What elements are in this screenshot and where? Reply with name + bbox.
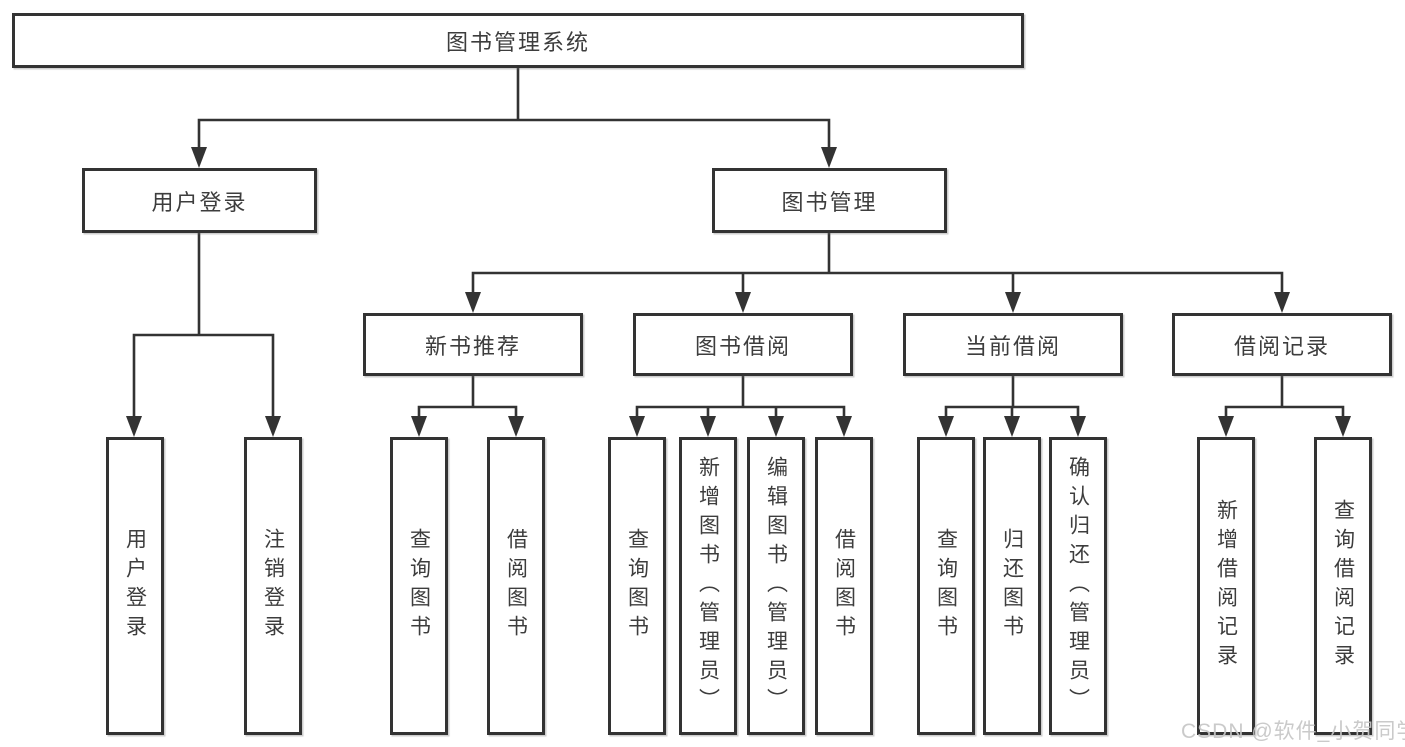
arrowhead xyxy=(768,416,784,437)
leaf-add-books-admin: 新增图书（管理员） xyxy=(679,437,737,735)
leaf-edit-books-admin: 编辑图书（管理员） xyxy=(747,437,805,735)
leaf-add-borrow-record: 新增借阅记录 xyxy=(1197,437,1255,735)
arrowhead xyxy=(735,292,751,313)
leaf-confirm-return-admin: 确认归还（管理员） xyxy=(1049,437,1107,735)
arrowhead xyxy=(938,416,954,437)
leaf-return-books-label: 归还图书 xyxy=(1000,528,1024,644)
node-user-login: 用户登录 xyxy=(82,168,317,233)
node-user-login-label: 用户登录 xyxy=(151,189,248,215)
arrowhead xyxy=(411,416,427,437)
arrowhead xyxy=(465,292,481,313)
arrowhead xyxy=(821,147,837,168)
leaf-query-books-borrow: 查询图书 xyxy=(608,437,666,735)
arrowhead xyxy=(700,416,716,437)
node-book-management-label: 图书管理 xyxy=(781,189,878,215)
node-root-label: 图书管理系统 xyxy=(445,29,590,55)
node-new-book-recommend-label: 新书推荐 xyxy=(424,333,521,359)
leaf-edit-books-admin-label: 编辑图书（管理员） xyxy=(764,455,788,717)
leaf-borrow-books: 借阅图书 xyxy=(815,437,873,735)
arrowhead xyxy=(126,416,142,437)
arrowhead xyxy=(1004,416,1020,437)
arrowhead xyxy=(1070,416,1086,437)
leaf-query-books-recommend: 查询图书 xyxy=(390,437,448,735)
leaf-query-books-borrow-label: 查询图书 xyxy=(625,528,649,644)
node-book-borrow-label: 图书借阅 xyxy=(694,333,791,359)
node-root: 图书管理系统 xyxy=(12,13,1024,68)
leaf-query-borrow-record-label: 查询借阅记录 xyxy=(1331,499,1355,673)
leaf-borrow-books-recommend-label: 借阅图书 xyxy=(504,528,528,644)
arrowhead xyxy=(508,416,524,437)
arrowhead xyxy=(1005,292,1021,313)
node-current-borrow-label: 当前借阅 xyxy=(964,333,1061,359)
node-current-borrow: 当前借阅 xyxy=(903,313,1123,376)
arrowhead xyxy=(836,416,852,437)
arrowhead xyxy=(1274,292,1290,313)
node-new-book-recommend: 新书推荐 xyxy=(363,313,583,376)
node-book-management: 图书管理 xyxy=(712,168,947,233)
leaf-query-books-current: 查询图书 xyxy=(917,437,975,735)
leaf-borrow-books-label: 借阅图书 xyxy=(832,528,856,644)
leaf-borrow-books-recommend: 借阅图书 xyxy=(487,437,545,735)
leaf-confirm-return-admin-label: 确认归还（管理员） xyxy=(1066,455,1090,717)
arrowhead xyxy=(191,147,207,168)
leaf-add-borrow-record-label: 新增借阅记录 xyxy=(1214,499,1238,673)
node-borrow-records: 借阅记录 xyxy=(1172,313,1392,376)
leaf-add-books-admin-label: 新增图书（管理员） xyxy=(696,455,720,717)
arrowhead xyxy=(1218,416,1234,437)
leaf-query-borrow-record: 查询借阅记录 xyxy=(1314,437,1372,735)
leaf-logout: 注销登录 xyxy=(244,437,302,735)
leaf-query-books-recommend-label: 查询图书 xyxy=(407,528,431,644)
node-borrow-records-label: 借阅记录 xyxy=(1233,333,1330,359)
node-book-borrow: 图书借阅 xyxy=(633,313,853,376)
leaf-logout-label: 注销登录 xyxy=(261,528,285,644)
leaf-query-books-current-label: 查询图书 xyxy=(934,528,958,644)
leaf-user-login-label: 用户登录 xyxy=(123,528,147,644)
leaf-user-login: 用户登录 xyxy=(106,437,164,735)
arrowhead xyxy=(265,416,281,437)
arrowhead xyxy=(1335,416,1351,437)
arrowhead-group xyxy=(126,147,1351,437)
watermark: CSDN @软件_小贺同学 xyxy=(1181,720,1405,743)
leaf-return-books: 归还图书 xyxy=(983,437,1041,735)
arrowhead xyxy=(629,416,645,437)
